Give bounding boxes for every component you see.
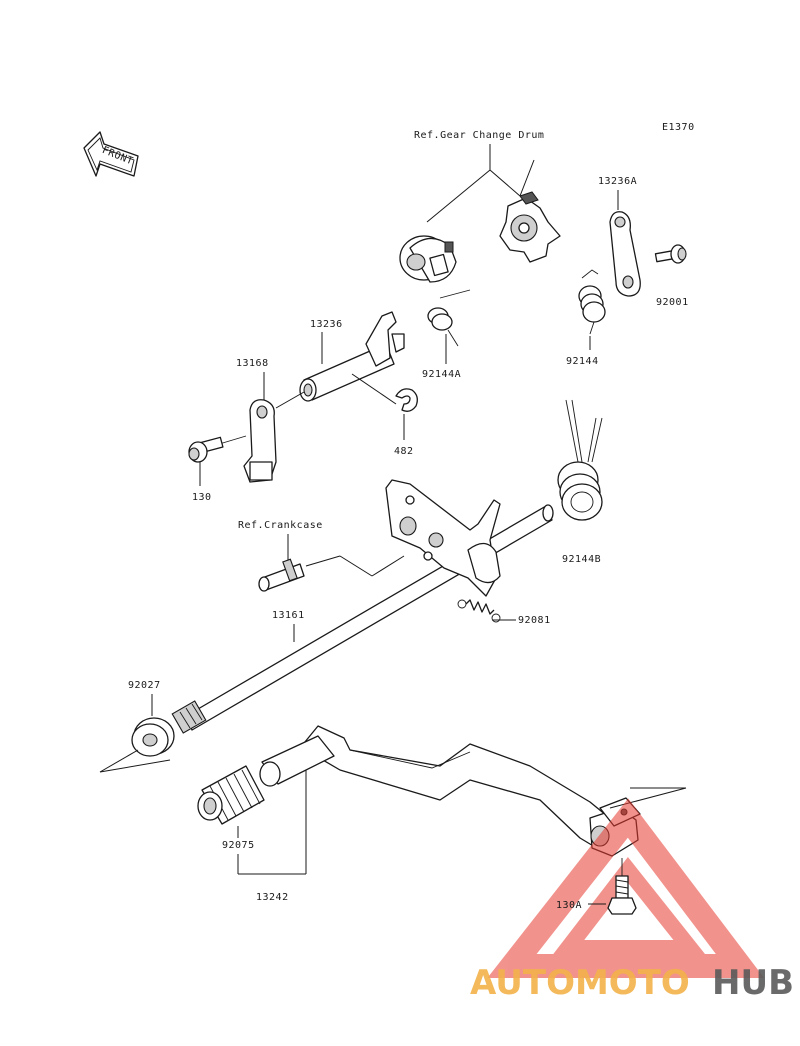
part-13168-arm: [243, 399, 277, 483]
leader-13242: [237, 770, 307, 875]
watermark-part1: AUTOMOTO: [470, 963, 690, 1003]
label-130: 130: [192, 492, 212, 503]
part-92075-rubber: [197, 765, 265, 825]
part-92081-spring: [457, 599, 501, 623]
part-pedal-peg: [259, 735, 335, 787]
diagram-code: E1370: [662, 122, 695, 133]
label-92075: 92075: [222, 840, 255, 851]
part-130A-bolt: [607, 858, 637, 915]
part-92144-spring: [578, 269, 606, 335]
leader-pedal-upper: [609, 787, 687, 809]
leader-gear-change-drum: [426, 144, 535, 223]
label-13236A: 13236A: [598, 176, 637, 187]
part-shift-plate: [385, 479, 501, 597]
label-13236: 13236: [310, 319, 343, 330]
part-482-circlip: [395, 388, 418, 412]
part-13161-shift-shaft: [171, 504, 554, 734]
label-482: 482: [394, 446, 414, 457]
part-92144A-spring: [427, 289, 471, 347]
leader-crankcase: [305, 555, 405, 577]
part-13236A-plate: [609, 211, 641, 297]
part-crankcase-stud: [258, 558, 305, 592]
watermark-logo: [487, 798, 765, 978]
label-13168: 13168: [236, 358, 269, 369]
label-13242: 13242: [256, 892, 289, 903]
label-13161: 13161: [272, 610, 305, 621]
label-92001: 92001: [656, 297, 689, 308]
part-92144B-spring: [557, 399, 603, 521]
label-92144A: 92144A: [422, 369, 461, 380]
label-92027: 92027: [128, 680, 161, 691]
part-13236-shaft-lever: [299, 311, 405, 402]
label-92144B: 92144B: [562, 554, 601, 565]
watermark-text: AUTOMOTO HUB: [470, 963, 794, 1003]
label-92144: 92144: [566, 356, 599, 367]
part-92001-bolt: [654, 244, 687, 264]
gear-change-drum-segment: [399, 235, 457, 283]
label-ref-gear-change-drum: Ref.Gear Change Drum: [414, 130, 544, 141]
front-arrow-icon: FRONT: [83, 131, 139, 177]
gear-change-drum-cam: [499, 191, 561, 263]
label-130A: 130A: [556, 900, 582, 911]
part-13242-shift-pedal: [299, 725, 641, 857]
label-ref-crankcase: Ref.Crankcase: [238, 520, 323, 531]
watermark-part2: HUB: [712, 963, 794, 1003]
part-130-bolt: [188, 435, 247, 463]
part-92027-washer: [131, 717, 175, 757]
label-92081: 92081: [518, 615, 551, 626]
